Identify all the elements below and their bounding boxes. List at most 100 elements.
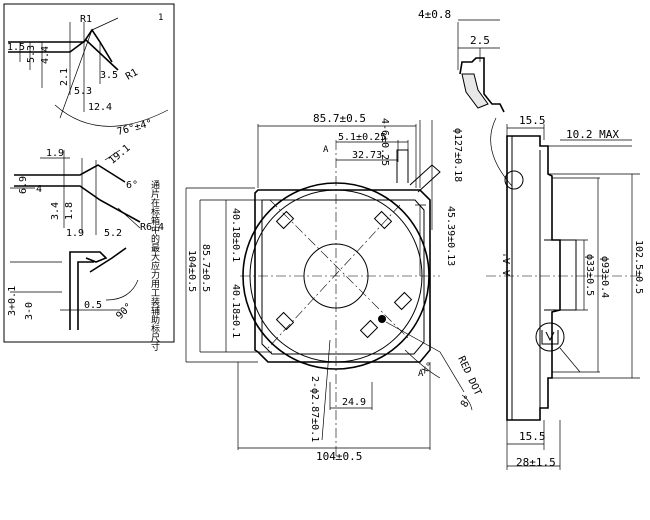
mark-a-bot: A (418, 369, 424, 379)
hook-profile-c (89, 247, 127, 273)
side-body-outline (506, 135, 561, 421)
d-4: 4 (36, 184, 42, 195)
dim-85-7-top-line (257, 124, 417, 188)
dim-10-2-line (548, 139, 632, 147)
front-view: 85.7±0.5 5.1±0.25 32.73 4-6±0.25 ϕ127±0.… (185, 112, 483, 463)
d-phi127: ϕ127±0.18 (452, 128, 463, 182)
tab-top-right (373, 210, 393, 230)
dim-phi33-line (576, 239, 588, 311)
d-15-5-top: 15.5 (519, 114, 546, 127)
d-5-2: 5.2 (104, 228, 122, 239)
d-10-2-max: 10.2 MAX (566, 128, 619, 141)
detail-index: 1 (158, 13, 163, 23)
mid-profile-lower (14, 185, 141, 223)
side-view: 4±0.8 2.5 A-A' 15.5 10.2 MAX ϕ93±0.4 ϕ33… (418, 8, 644, 470)
dim-2-phi-leader (321, 339, 331, 441)
front-housing-inner (261, 199, 425, 355)
d-5-3-a: 5.3 (26, 45, 37, 63)
d-24-9: 24.9 (342, 397, 366, 408)
red-dot-leader (385, 321, 465, 393)
dim-45-39-line (415, 204, 426, 276)
d-phi33: ϕ33±0.5 (584, 254, 595, 296)
d-1-9-bot: 1.9 (66, 228, 84, 239)
tab-top-left (275, 210, 295, 230)
hook-profile-a (69, 251, 108, 330)
d-4-6: 4-6±0.25 (379, 118, 390, 166)
label-red-dot: RED DOT (455, 355, 483, 398)
d-12-4: 12.4 (88, 102, 112, 113)
d-r6-4: R6.4 (140, 222, 164, 233)
d-angle-76: 76°±4° (116, 118, 154, 138)
d-1-9-top: 1.9 (46, 148, 64, 159)
tab-bottom-right-a (359, 319, 379, 339)
bend-arc (54, 104, 169, 127)
d-angle-90: 90° (114, 301, 135, 322)
d-r1-side: R1 (124, 67, 140, 83)
tab-bottom-left (275, 311, 295, 331)
d-45-39: 45.39±0.13 (445, 206, 456, 266)
dim-28-line (506, 420, 561, 470)
detail-panel: 1 R1 R1 1.5 5.3 4.4 2.1 3.5 5.3 12.4 76°… (3, 3, 175, 351)
dim-15-5-bot-line (507, 420, 545, 450)
bend-ext-lines (19, 42, 43, 88)
mid-dim-lines (10, 157, 70, 189)
side-magnet (544, 239, 577, 311)
dim-phi93-line (552, 177, 600, 373)
d-3-01: 3+0.1 (7, 286, 18, 316)
mid-leaders (104, 149, 141, 229)
d-15-5-bot: 15.5 (519, 430, 546, 443)
d-1-5: 1.5 (7, 42, 25, 53)
hook-arc (105, 279, 139, 301)
detail-note: 通片在标箱中的最大应力用工装辅助标尺寸 (149, 180, 160, 351)
d-104-bottom: 104±0.5 (316, 450, 362, 463)
d-40-18-top: 40.18±0.1 (230, 208, 241, 262)
bend-profile-lower (8, 38, 119, 71)
d-1-8: 1.8 (64, 202, 75, 220)
dim-104-bottom-line (237, 362, 431, 450)
dim-24-9-line (329, 382, 373, 410)
d-85-7-top: 85.7±0.5 (313, 112, 366, 125)
angle-x-arc (404, 349, 441, 379)
d-4-0-8: 4±0.8 (418, 8, 451, 21)
side-section-label: A-A' (502, 252, 513, 276)
d-angle-6: 6° (126, 180, 138, 191)
side-magnifier-hatch (461, 73, 489, 109)
bend-dim-lines (69, 17, 119, 112)
d-0-5: 0.5 (84, 300, 102, 311)
tab-bottom-right-b (393, 291, 413, 311)
red-dot-marker (378, 315, 386, 323)
d-32-73: 32.73 (352, 150, 382, 161)
d-2-1: 2.1 (59, 68, 70, 86)
d-phi93: ϕ93±0.4 (599, 256, 610, 298)
dim-85-7-left-line (199, 199, 272, 353)
d-6-9: 6.9 (18, 176, 29, 194)
front-diag-a (269, 199, 411, 341)
detail-mid-bend: 1.9 19.1 6.9 4 6° 3.4 1.8 R6.4 1.9 5.2 (10, 143, 164, 239)
hook-profile-b (77, 261, 94, 330)
d-104-left: 104±0.5 (186, 250, 197, 292)
terminal-symbol-glyph (541, 330, 559, 345)
dim-15-5-top-line (506, 124, 545, 140)
d-28: 28±1.5 (516, 456, 556, 469)
dim-102-5-line (548, 173, 640, 379)
terminal-slot (396, 149, 409, 183)
mid-ext-lines (63, 150, 97, 235)
detail-top-bend: R1 R1 1.5 5.3 4.4 2.1 3.5 5.3 12.4 76°±4… (7, 14, 169, 138)
hook-dim-lines (10, 261, 120, 311)
terminal-lead (409, 164, 441, 193)
d-85-7-left: 85.7±0.5 (200, 244, 211, 292)
side-top-dim-lines (457, 19, 500, 70)
dim-104-left-line (185, 187, 258, 363)
d-2-phi: 2-ϕ2.87±0.1 (309, 376, 320, 442)
angle-8-arc (461, 394, 473, 411)
side-magnifier-profile (459, 57, 505, 113)
terminal-leader (559, 347, 581, 373)
terminal-symbol (535, 322, 565, 352)
d-r1-top: R1 (80, 14, 92, 25)
d-19-1: 19.1 (107, 143, 133, 167)
d-3-5: 3.5 (100, 70, 118, 81)
bend-angle-line (59, 29, 93, 119)
d-2-5: 2.5 (470, 34, 490, 47)
d-4-4: 4.4 (40, 46, 51, 64)
